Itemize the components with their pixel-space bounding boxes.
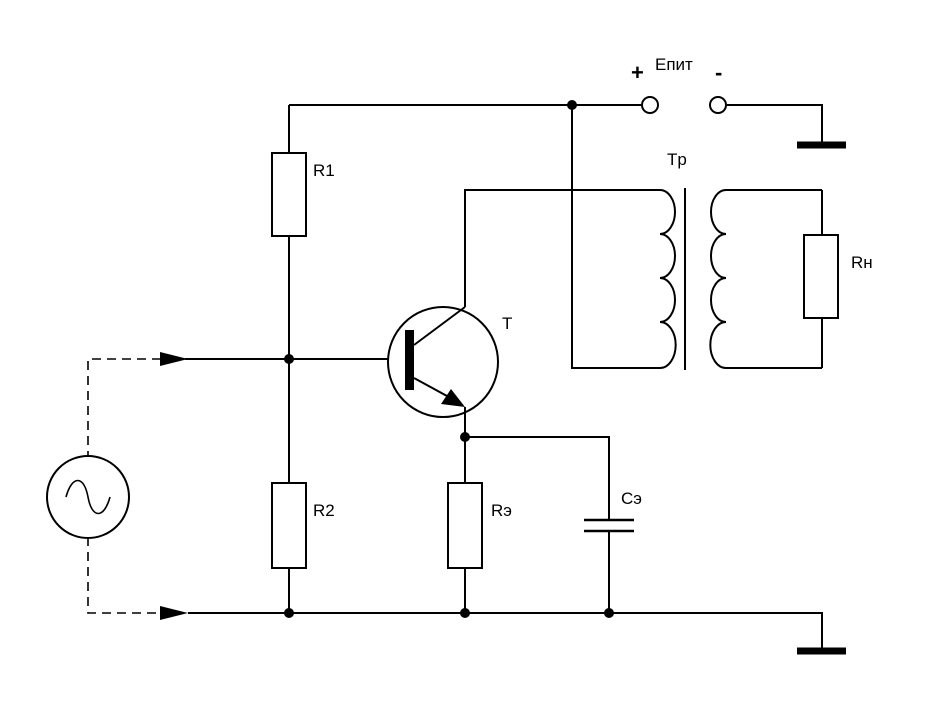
transistor-label: T xyxy=(502,314,512,333)
input-arrow-bottom xyxy=(160,606,188,620)
junction-ground-r2 xyxy=(284,608,294,618)
ac-sine-icon xyxy=(65,479,111,515)
ground-rail xyxy=(188,608,846,655)
supply-terminal-minus[interactable] xyxy=(709,96,727,114)
resistor-r1[interactable] xyxy=(271,152,307,237)
transistor-t[interactable] xyxy=(387,189,572,437)
transistor-base-bar xyxy=(405,330,414,390)
input-dashed-top xyxy=(87,358,160,460)
input-dashed-bottom xyxy=(87,537,160,614)
resistor-re[interactable] xyxy=(447,482,483,569)
junction-ground-ce xyxy=(604,608,614,618)
resistor-load-rn[interactable] xyxy=(803,234,839,319)
ce-label: Cэ xyxy=(621,489,642,508)
re-label: Rэ xyxy=(491,501,512,520)
input-lines xyxy=(46,352,410,620)
input-arrow-top xyxy=(160,352,188,366)
secondary-winding xyxy=(709,189,822,369)
emitter-network xyxy=(447,432,634,613)
supply-terminal-plus[interactable] xyxy=(641,96,659,114)
supply-label: Eпит xyxy=(655,55,693,74)
transformer-tp[interactable] xyxy=(571,105,839,370)
voltage-divider xyxy=(271,105,307,613)
supply-rail xyxy=(289,96,846,149)
load-label: Rн xyxy=(851,253,873,272)
r1-label: R1 xyxy=(313,161,335,180)
r2-label: R2 xyxy=(313,501,335,520)
junction-ground-re xyxy=(460,608,470,618)
emitter-arrow xyxy=(441,389,465,407)
plus-sign: + xyxy=(631,60,644,85)
transformer-label: Tp xyxy=(667,150,687,169)
resistor-r2[interactable] xyxy=(271,482,307,569)
minus-sign: - xyxy=(715,60,722,85)
primary-winding xyxy=(572,189,677,369)
